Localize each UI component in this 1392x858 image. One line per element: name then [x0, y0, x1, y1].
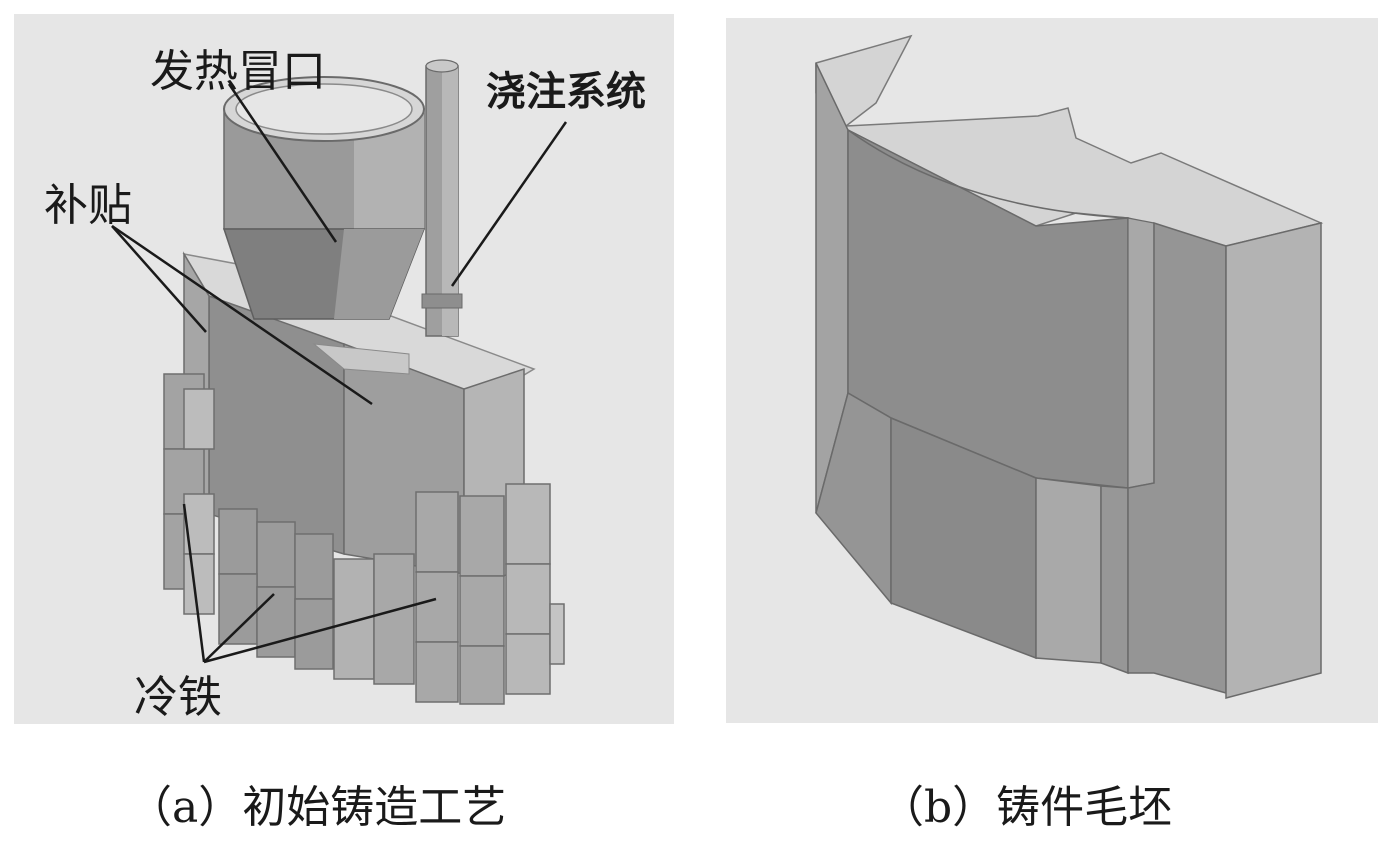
- blank-notch-channel: [1035, 477, 1102, 664]
- label-chill: 冷铁: [134, 672, 222, 723]
- chill-blocks-left: [163, 373, 215, 615]
- leader-gating: [450, 121, 568, 287]
- chill-blocks-bottom: [218, 508, 415, 685]
- leader-lines: [111, 83, 568, 664]
- label-heated-riser: 发热冒口: [150, 46, 326, 97]
- caption-a: （a）初始铸造工艺: [128, 782, 507, 833]
- sprue-highlight: [442, 66, 458, 336]
- leader-padding-2: [111, 224, 373, 406]
- casting-process-illustration: [111, 59, 568, 705]
- leader-chill-3: [203, 597, 437, 664]
- leader-riser: [227, 83, 338, 243]
- sprue-top: [425, 59, 459, 73]
- blank-groove: [1127, 217, 1155, 489]
- panel-initial-casting-process: 发热冒口 浇注系统 补贴 冷铁: [14, 14, 674, 724]
- panel-casting-blank: [726, 18, 1378, 723]
- chill-blocks-right: [415, 483, 565, 705]
- label-padding: 补贴: [44, 180, 132, 231]
- sprue-base: [421, 293, 463, 309]
- casting-blank-illustration: [815, 34, 1324, 699]
- caption-b: （b）铸件毛坯: [880, 782, 1173, 833]
- blank-front-curve: [847, 129, 1129, 219]
- blank-right-lower: [1100, 485, 1129, 675]
- riser-cylinder-right: [354, 109, 424, 229]
- blank-side-face: [1225, 222, 1322, 699]
- padding-step: [312, 343, 410, 375]
- leader-chill-2: [203, 593, 275, 663]
- riser-cone-light: [334, 229, 424, 319]
- riser-opening: [235, 83, 413, 135]
- label-gating-system: 浇注系统: [486, 69, 646, 115]
- leader-chill-1: [182, 503, 206, 663]
- leader-padding-1: [111, 225, 207, 333]
